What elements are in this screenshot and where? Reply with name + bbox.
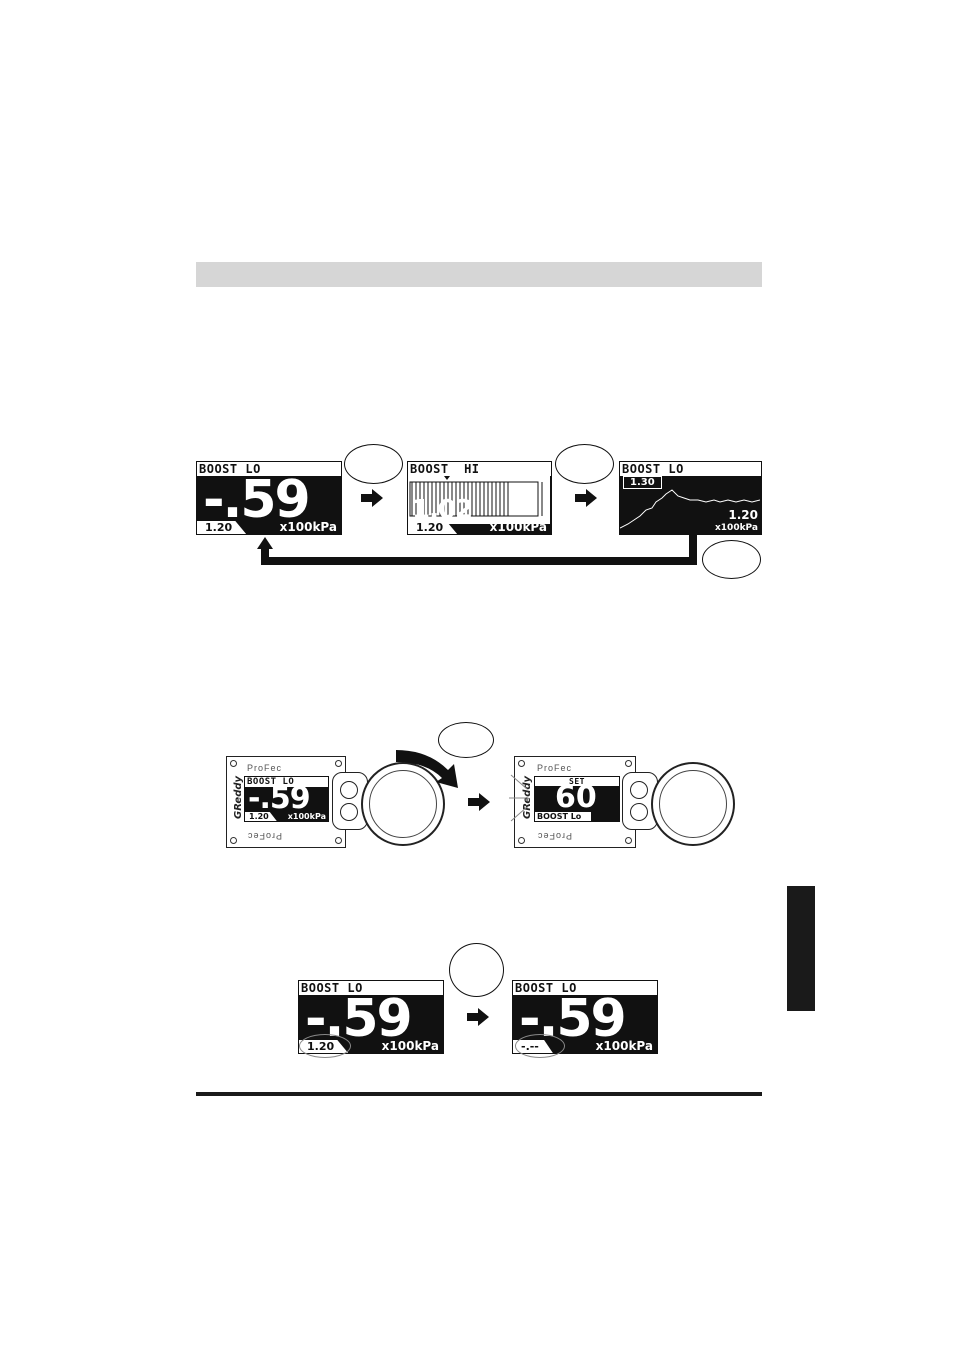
peak-highlight-ring [299,1034,351,1058]
brand-label-bottom: ProFec [537,831,573,841]
rotary-knob[interactable] [651,762,735,846]
select-button[interactable] [630,781,648,799]
button-bubble-1 [344,444,403,484]
brand-label-bottom: ProFec [247,831,283,841]
screw-icon [230,837,237,844]
right-arrow-icon [575,489,597,507]
right-arrow-icon [468,793,490,811]
rotate-arrow-icon [396,750,458,788]
unit-label: x100kPa [279,520,337,534]
unit-label: x100kPa [381,1039,439,1053]
screw-icon [625,837,632,844]
boost-line-graph [620,489,760,529]
right-arrow-icon [467,1008,489,1026]
button-bubble-2 [555,444,614,484]
mode-button[interactable] [630,803,648,821]
button-bubble-3 [702,540,761,579]
bottom-rule [196,1092,762,1096]
unit-label: x100kPa [489,520,547,534]
graph-max-label: 1.30 [623,476,662,489]
boost-value: -.59 [203,470,311,530]
display-panel-graph: BOOST LO 1.30 1.20 x100kPa [619,461,762,535]
controller-device-right: ProFec ProFec GReddy SET 60 BOOST Lo [509,756,636,848]
bar-graph [408,476,550,524]
panel-title: BOOST LO [197,462,341,476]
peak-highlight-ring [515,1034,565,1058]
screw-icon [625,760,632,767]
section-header-band [196,262,762,287]
set-label: SET [535,777,619,786]
brand-label: ProFec [247,763,283,773]
unit-label: x100kPa [714,523,758,533]
panel-title: BOOST LO [245,777,328,787]
rotary-knob[interactable] [361,762,445,846]
right-arrow-icon [361,489,383,507]
select-button[interactable] [340,781,358,799]
boost-value: 1.02 [412,495,473,525]
button-bubble-4 [438,722,494,758]
panel-title: BOOST LO [299,981,443,995]
chapter-side-tab [787,886,815,1011]
peak-value: 1.20 [197,521,247,534]
graph-peak-label: 1.20 [728,508,758,522]
knob-face [369,770,437,838]
peak-value: 1.20 [245,812,277,821]
unit-label: x100kPa [595,1039,653,1053]
mode-button[interactable] [340,803,358,821]
screw-icon [335,760,342,767]
unit-label: x100kPa [287,812,326,821]
screw-icon [518,760,525,767]
screw-icon [230,760,237,767]
panel-title: BOOST HI [408,462,551,476]
display-panel-boost-hi: BOOST HI 1.02 1.20 x100kPa [407,461,552,535]
mode-label: BOOST Lo [535,812,592,821]
return-arrow-icon [257,535,697,565]
boost-value: -.59 [248,781,311,816]
device-screen: SET 60 BOOST Lo [534,776,620,822]
setting-value: 60 [555,780,597,815]
device-screen: BOOST LO -.59 1.20 x100kPa [244,776,329,822]
knob-face [659,770,727,838]
display-panel-boost-lo: BOOST LO -.59 1.20 x100kPa [196,461,342,535]
controller-device-left: ProFec ProFec GReddy BOOST LO -.59 1.20 … [226,756,346,848]
logo-label: GReddy [233,775,244,819]
panel-title: BOOST LO [620,462,761,476]
screw-icon [335,837,342,844]
panel-title: BOOST LO [513,981,657,995]
button-bubble-5 [449,943,504,997]
peak-value: 1.20 [408,521,458,534]
brand-label: ProFec [537,763,573,773]
screw-icon [518,837,525,844]
blink-lines-left [509,774,528,822]
